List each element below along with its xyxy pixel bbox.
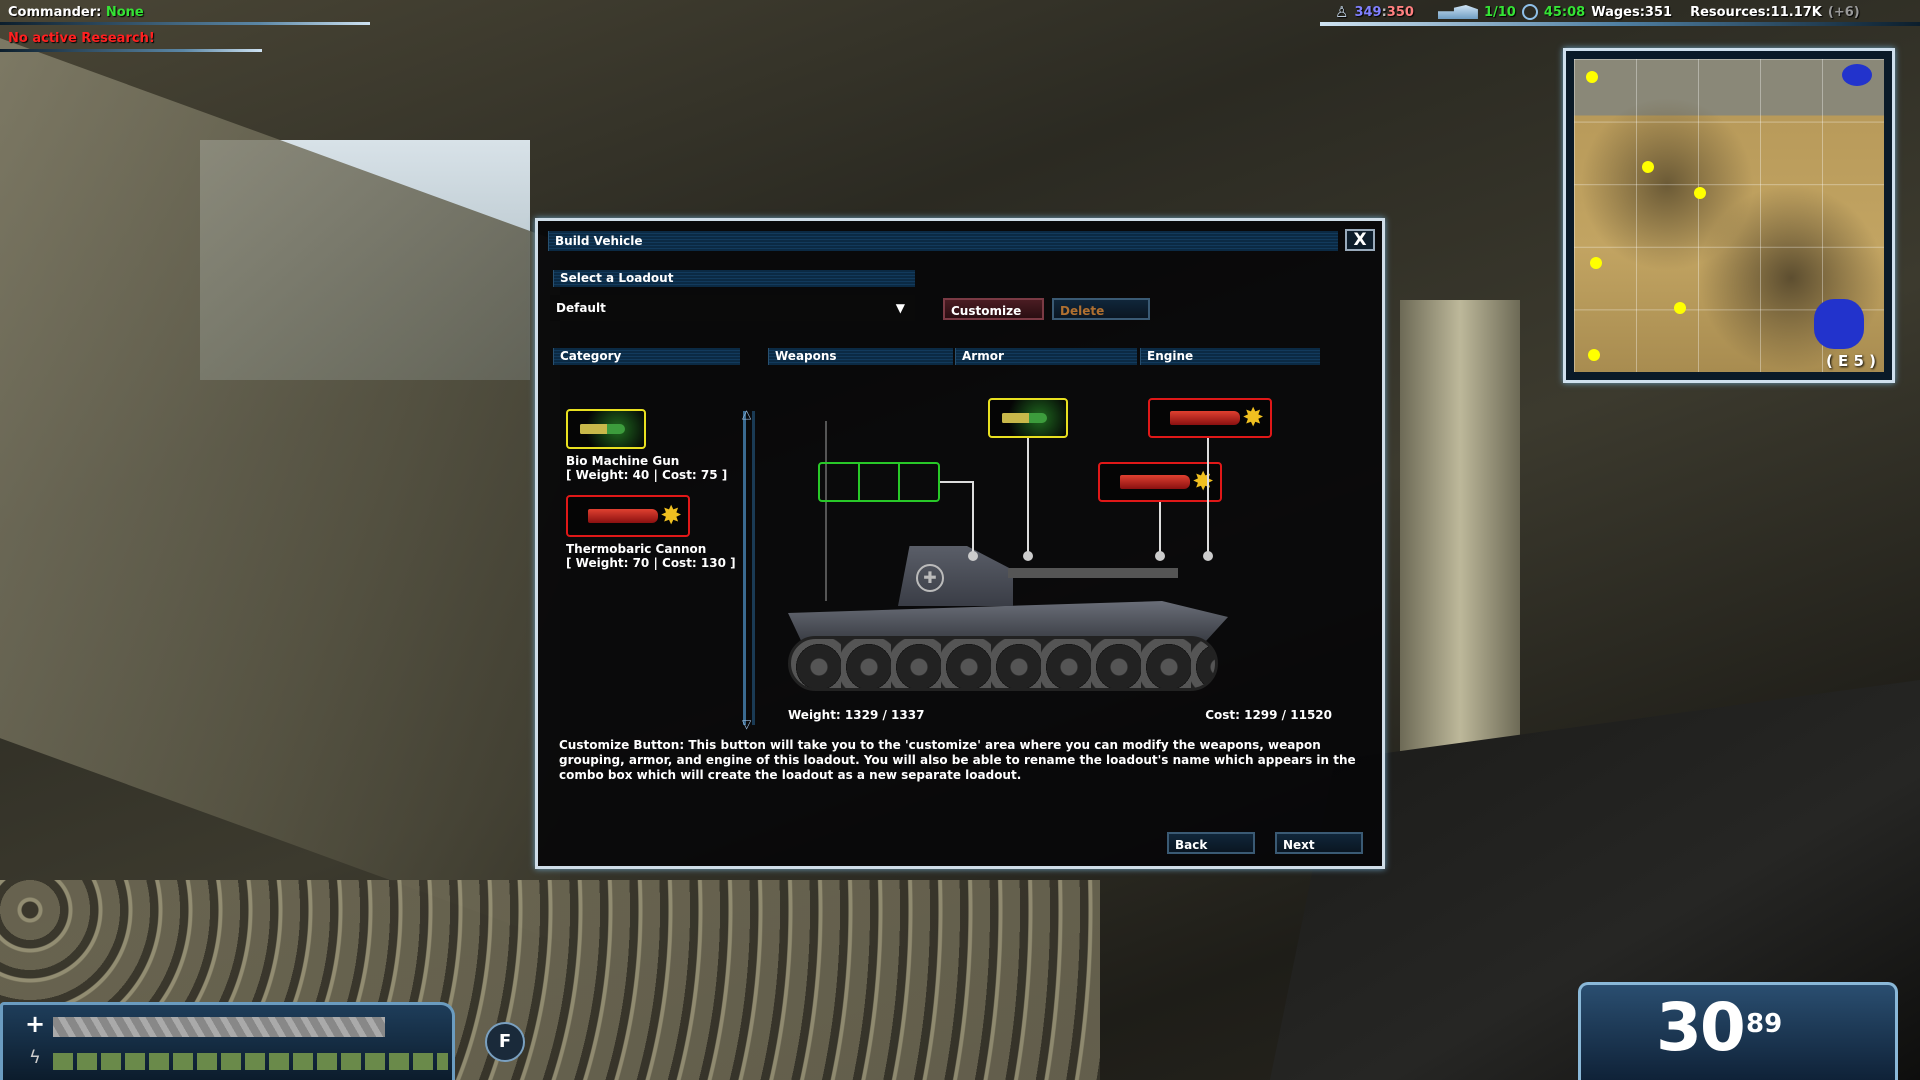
- customize-button[interactable]: Customize: [943, 298, 1044, 320]
- cost-total: Cost: 1299 / 11520: [1205, 708, 1332, 722]
- resource-bar: ♙ 349:350 1/10 45:08 Wages:351 Resources…: [1335, 3, 1860, 21]
- armor-header: Armor: [955, 348, 1137, 365]
- weight-total: Weight: 1329 / 1337: [788, 708, 925, 722]
- stamina-bolt-icon: ϟ: [29, 1047, 41, 1068]
- commander-status: Commander: None: [8, 5, 144, 20]
- game-time: 45:08: [1543, 4, 1586, 20]
- build-vehicle-dialog: Build Vehicle X Select a Loadout Default…: [535, 218, 1385, 869]
- health-stamina-panel: + ϟ: [0, 1002, 455, 1080]
- clock-icon: [1521, 4, 1538, 20]
- dialog-title-bar: Build Vehicle: [548, 231, 1338, 251]
- hud-divider: [1320, 22, 1920, 26]
- resources-delta: (+6): [1827, 4, 1860, 20]
- tank-icon: [1437, 5, 1478, 19]
- mount-point: [1203, 551, 1213, 561]
- next-button[interactable]: Next: [1275, 832, 1363, 854]
- weapon-icon: [566, 409, 646, 449]
- tank-preview: ✚: [778, 546, 1238, 701]
- loadout-dropdown[interactable]: Default ▼: [550, 295, 915, 321]
- delete-button[interactable]: Delete: [1052, 298, 1150, 320]
- stamina-bar: [53, 1053, 448, 1070]
- resources: Resources:11.17K: [1690, 4, 1822, 20]
- fire-mode-indicator: F: [485, 1022, 525, 1062]
- help-description: Customize Button: This button will take …: [559, 738, 1356, 782]
- wages: Wages:351: [1591, 4, 1673, 20]
- ammo-clip: 30: [1656, 989, 1746, 1066]
- scroll-up-icon[interactable]: △: [742, 407, 752, 421]
- category-scrollbar[interactable]: △ ▽: [742, 407, 755, 731]
- mount-point: [968, 551, 978, 561]
- health-plus-icon: +: [25, 1010, 46, 1038]
- weapon-slot-group[interactable]: [818, 462, 940, 502]
- health-bar: [53, 1017, 385, 1037]
- map-marker-icon: [1674, 302, 1686, 314]
- population-count: 349:350: [1354, 4, 1414, 20]
- map-marker-icon: [1642, 161, 1654, 173]
- cannon-icon: ✸: [566, 495, 690, 537]
- map-marker-icon: [1586, 71, 1598, 83]
- ammo-reserve: 89: [1746, 1009, 1783, 1039]
- map-marker-icon: [1588, 349, 1600, 361]
- research-status: No active Research!: [8, 31, 155, 46]
- category-header: Category: [553, 348, 740, 365]
- engine-slot[interactable]: ✸: [1148, 398, 1272, 438]
- map-marker-icon: [1590, 257, 1602, 269]
- category-list: Bio Machine Gun[ Weight: 40 | Cost: 75 ]…: [550, 409, 740, 739]
- vehicle-count: 1/10: [1483, 4, 1516, 20]
- minimap[interactable]: ( E 5 ): [1563, 48, 1895, 383]
- map-sector-label: ( E 5 ): [1825, 352, 1876, 370]
- back-button[interactable]: Back: [1167, 832, 1255, 854]
- hud-divider: [0, 49, 262, 52]
- ammo-panel: 30 89: [1578, 982, 1898, 1080]
- loadout-header: Select a Loadout: [553, 270, 915, 287]
- close-button[interactable]: X: [1345, 229, 1375, 251]
- commander-label: Commander:: [8, 5, 102, 20]
- item-text: Bio Machine Gun[ Weight: 40 | Cost: 75 ]: [566, 454, 728, 482]
- weapons-header: Weapons: [768, 348, 953, 365]
- scroll-down-icon[interactable]: ▽: [742, 717, 752, 731]
- soldier-icon: ♙: [1335, 3, 1349, 21]
- enemy-units-icon: [1814, 299, 1864, 349]
- mount-point: [1023, 551, 1033, 561]
- engine-header: Engine: [1140, 348, 1320, 365]
- minimap-terrain: ( E 5 ): [1574, 59, 1884, 372]
- commander-value: None: [105, 5, 144, 20]
- loadout-value: Default: [556, 301, 606, 315]
- dialog-title: Build Vehicle: [555, 234, 643, 248]
- map-marker-icon: [1694, 187, 1706, 199]
- armor-slot-secondary[interactable]: ✸: [1098, 462, 1222, 502]
- armor-slot[interactable]: [988, 398, 1068, 438]
- base-icon: [1842, 64, 1872, 86]
- chevron-down-icon: ▼: [895, 301, 905, 315]
- item-text: Thermobaric Cannon[ Weight: 70 | Cost: 1…: [566, 542, 736, 570]
- hud-divider: [0, 22, 370, 25]
- mount-point: [1155, 551, 1165, 561]
